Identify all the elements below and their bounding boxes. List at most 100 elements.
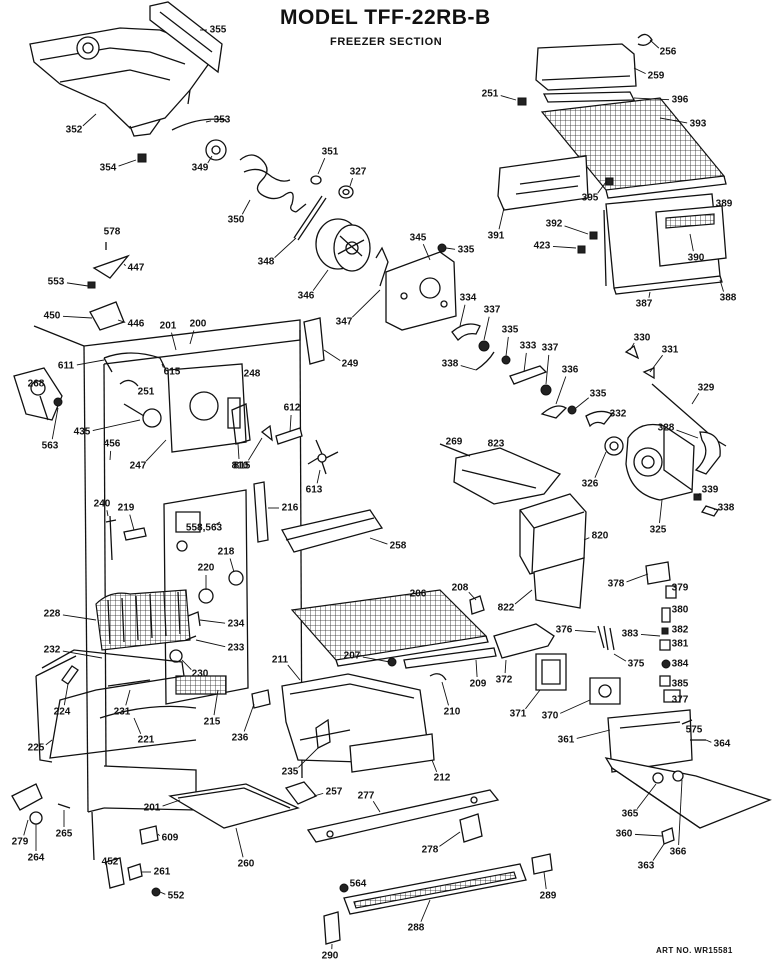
clip-331	[644, 368, 654, 378]
callout-label: 446	[128, 319, 145, 330]
bracket-452	[106, 858, 124, 888]
callout-82: 221	[134, 718, 155, 746]
spring-337b	[541, 385, 551, 395]
leader-line	[318, 158, 325, 174]
plate-361	[608, 710, 692, 772]
callout-70: 258	[370, 538, 407, 552]
callout-label: 209	[470, 679, 487, 690]
bracket-279	[12, 784, 42, 824]
leader-line	[288, 665, 300, 680]
channel-216	[254, 482, 268, 542]
leader-line	[64, 684, 68, 705]
callout-113: 366	[670, 780, 687, 858]
nut-335b	[502, 356, 510, 364]
nozzle-257	[286, 782, 316, 804]
callout-56: 563	[42, 408, 59, 452]
leader-line	[442, 682, 449, 705]
callout-119: 265	[56, 810, 73, 840]
leader-line	[163, 800, 180, 806]
callout-label: 207	[344, 651, 361, 662]
cap-290	[324, 912, 340, 944]
callout-73: 820	[584, 531, 609, 542]
leader-line	[679, 780, 682, 845]
callout-102: 382	[672, 625, 689, 636]
callout-39: 326	[582, 452, 606, 490]
leader-line	[484, 317, 489, 340]
callout-67: 219	[118, 503, 135, 530]
callout-label: 219	[118, 503, 135, 514]
callout-111: 365	[622, 784, 656, 820]
callout-11: 345	[410, 233, 430, 260]
callout-label: 348	[258, 257, 275, 268]
callout-78: 230	[182, 660, 209, 680]
callout-125: 261	[142, 867, 171, 878]
callout-16: 333	[520, 341, 537, 372]
callout-75: 234	[200, 619, 245, 630]
callout-98: 370	[542, 700, 590, 722]
callout-label: 228	[44, 609, 61, 620]
callout-100: 379	[672, 583, 689, 594]
leader-line	[171, 333, 176, 350]
motor-325	[626, 425, 694, 501]
bushing-230	[170, 650, 182, 662]
screw-265	[58, 804, 70, 808]
bracket-236	[252, 690, 270, 708]
callout-label: 265	[56, 829, 73, 840]
callout-91: 236	[232, 704, 254, 744]
callout-25: 396	[634, 95, 689, 106]
clip-251	[120, 380, 138, 386]
callout-label: 365	[622, 809, 639, 820]
callout-label: 371	[510, 709, 527, 720]
clip-391	[606, 178, 613, 185]
leader-line	[690, 234, 693, 251]
clip-815	[262, 426, 272, 440]
bearing-349	[206, 140, 226, 160]
callout-54: 268	[28, 379, 45, 390]
gear-326	[605, 437, 623, 455]
heater-225	[36, 650, 196, 762]
leader-line	[208, 156, 212, 163]
callout-47: 446	[118, 319, 145, 330]
callout-63: 613	[306, 470, 323, 496]
leader-line	[546, 355, 549, 384]
callout-112: 360	[616, 829, 662, 840]
callout-99: 378	[608, 574, 648, 590]
leader-line	[515, 590, 532, 604]
leader-line	[63, 316, 92, 318]
panel-822	[534, 558, 584, 608]
callout-68: 558,563	[186, 522, 223, 534]
callout-label: 248	[244, 369, 261, 380]
callout-42: 338	[714, 503, 735, 514]
leader-line	[439, 832, 460, 846]
callout-label: 345	[410, 233, 427, 244]
callout-126: 552	[160, 891, 185, 902]
callout-label: 224	[54, 707, 71, 718]
shield-395	[498, 156, 588, 210]
spring-337a	[479, 341, 489, 351]
callout-label: 381	[672, 639, 689, 650]
leader-line	[595, 452, 606, 478]
callout-label: 249	[342, 359, 359, 370]
callout-label: 260	[238, 859, 255, 870]
leader-line	[52, 408, 58, 439]
callout-label: 234	[228, 619, 245, 630]
callout-81: 215	[204, 690, 221, 728]
callout-77: 232	[44, 645, 102, 658]
callout-41: 339	[698, 485, 719, 496]
drum-346	[316, 219, 370, 271]
callout-label: 210	[444, 707, 461, 718]
leader-line	[660, 118, 687, 123]
callout-28: 395	[582, 182, 606, 204]
callout-84: 206	[410, 589, 427, 600]
callout-27: 391	[488, 208, 505, 242]
leader-line	[524, 353, 526, 372]
leader-line	[275, 238, 296, 258]
leader-line	[190, 330, 194, 344]
callout-label: 333	[520, 341, 537, 352]
callout-label: 372	[496, 675, 513, 686]
leader-line	[363, 657, 390, 662]
callout-label: 259	[648, 71, 665, 82]
callout-label: 251	[482, 89, 499, 100]
leader-line	[577, 730, 610, 738]
